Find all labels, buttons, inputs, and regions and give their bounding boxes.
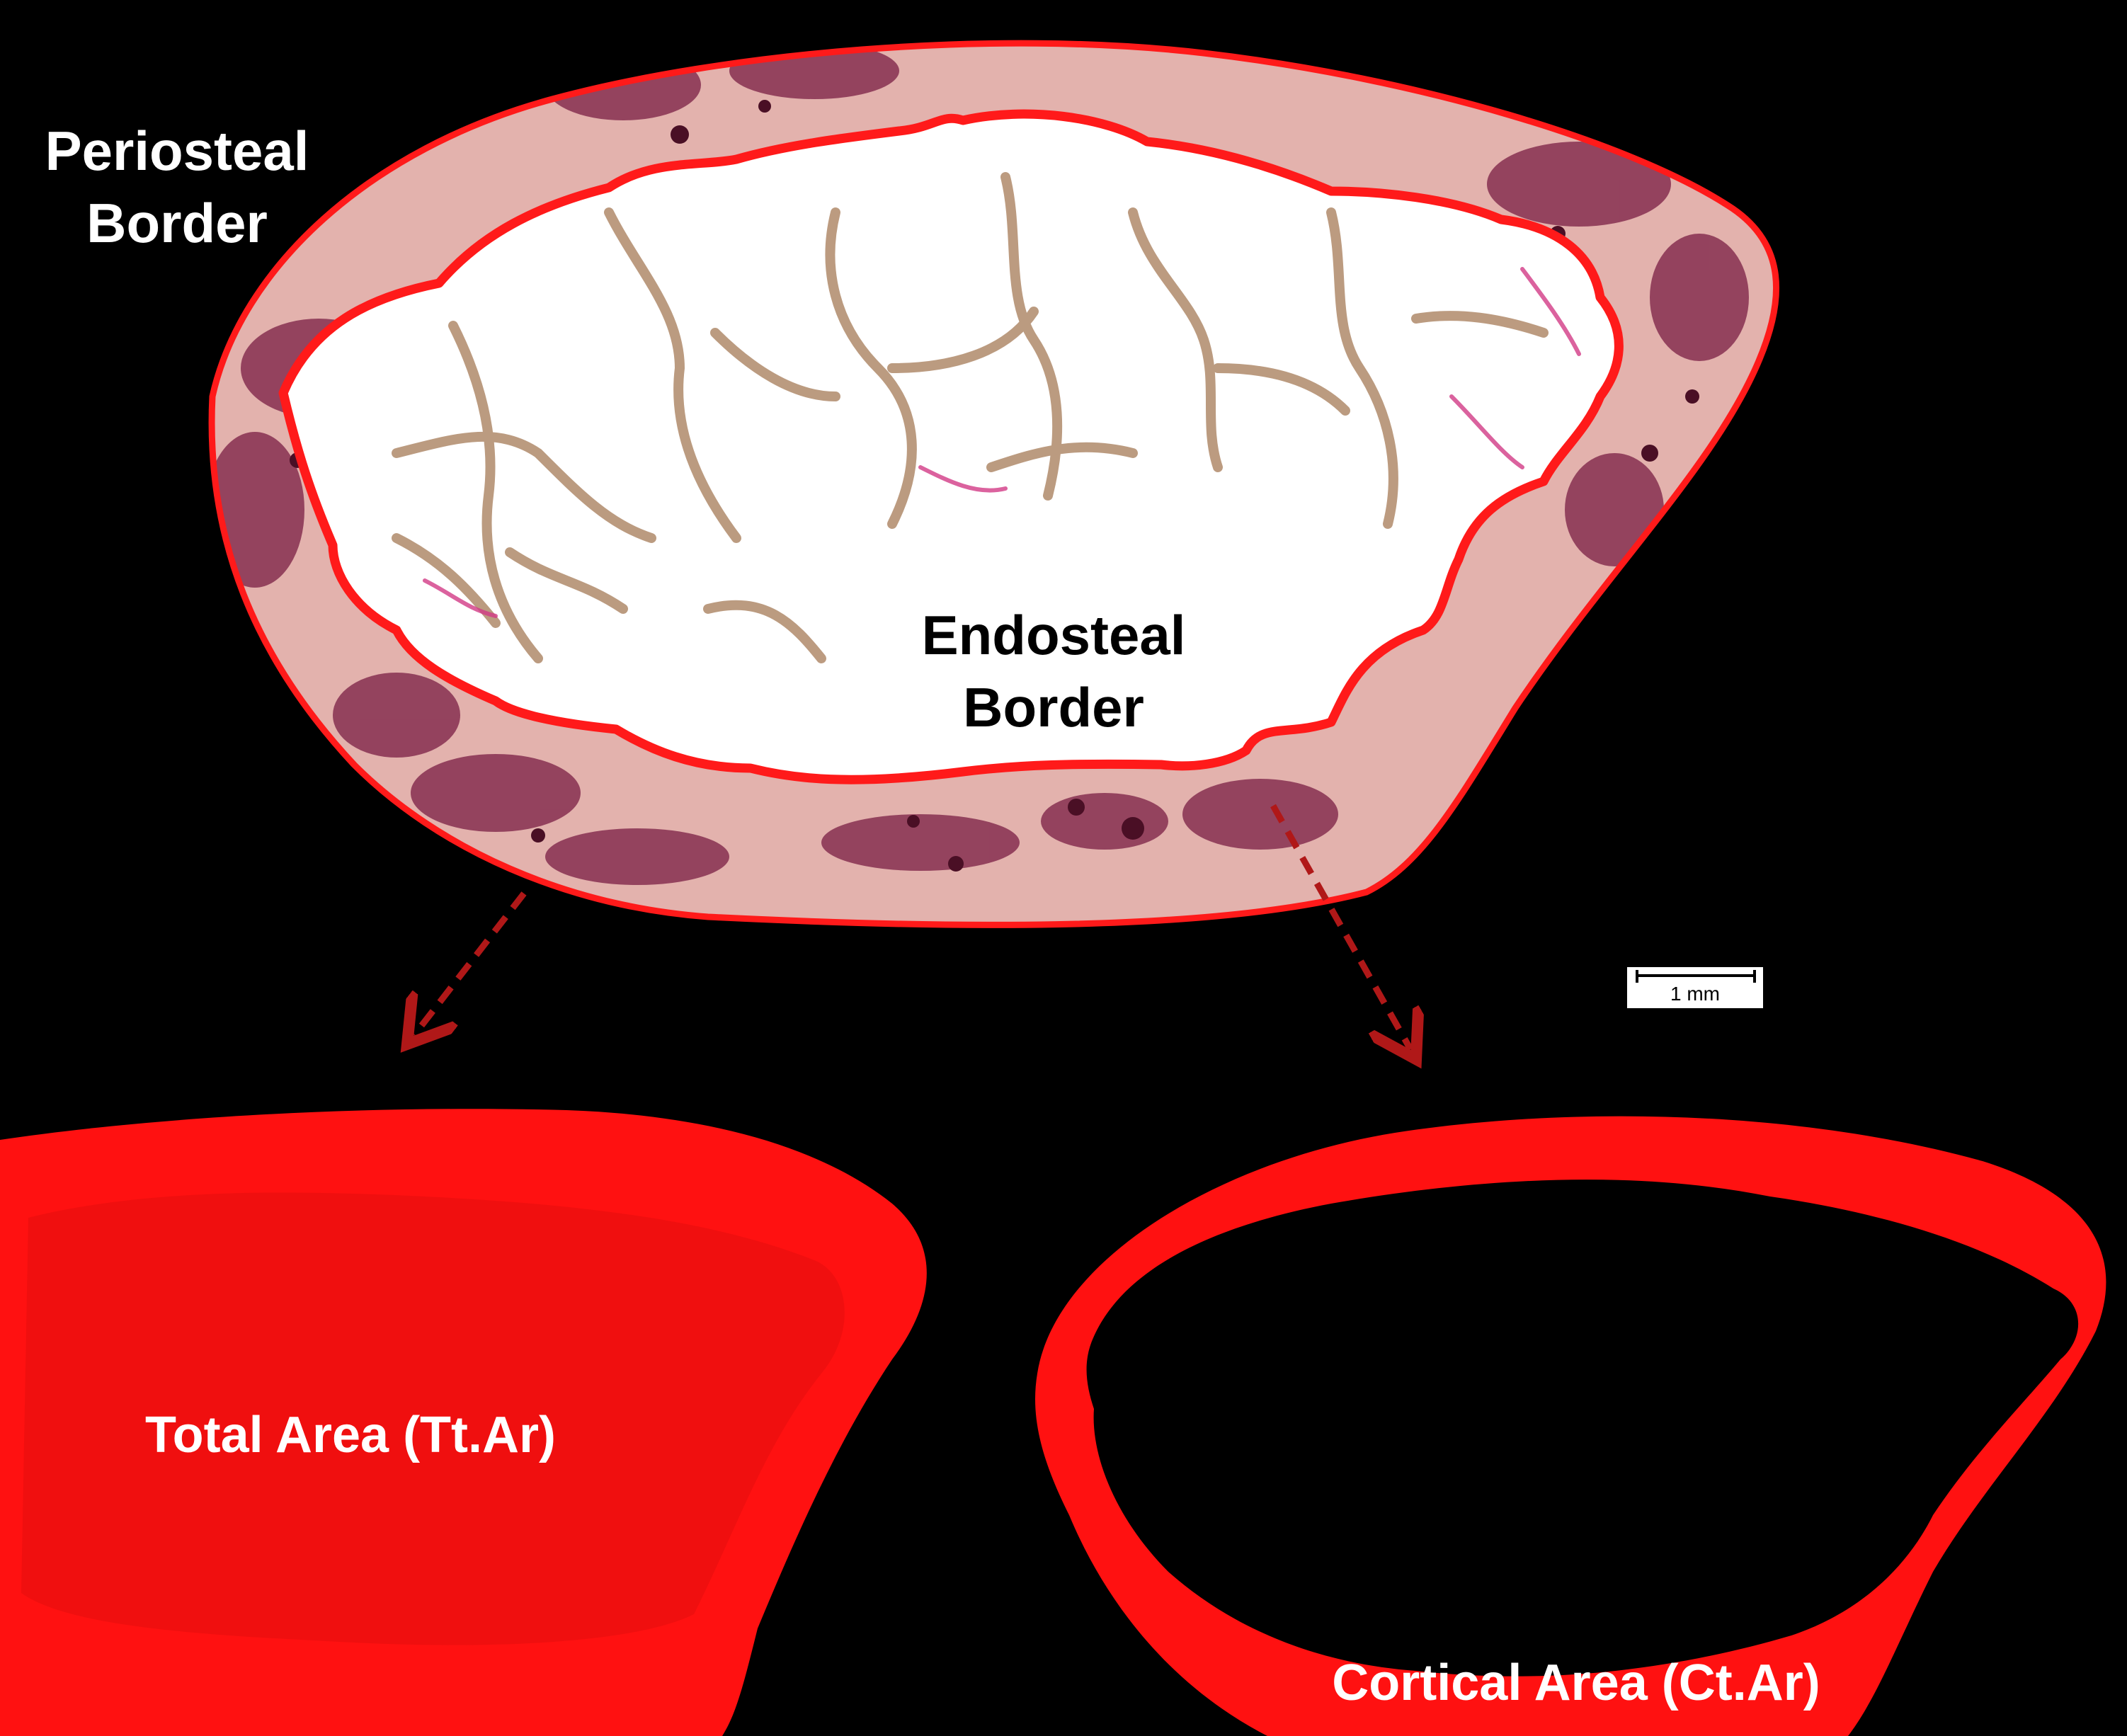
periosteal-border-label: Periosteal Border [45, 120, 309, 254]
scale-bar-label: 1 mm [1670, 983, 1720, 1005]
total-area-mask: Total Area (Tt.Ar) [0, 1109, 927, 1736]
arrow-to-total-area [414, 893, 524, 1035]
endosteal-label-line1: Endosteal [922, 604, 1186, 666]
scale-bar: 1 mm [1627, 967, 1763, 1008]
cortical-area-label: Cortical Area (Ct.Ar) [1332, 1655, 1820, 1711]
histology-section [205, 42, 1777, 925]
cortical-area-mask: Cortical Area (Ct.Ar) [1035, 1117, 2106, 1736]
endosteal-label-line2: Border [963, 676, 1144, 738]
periosteal-label-line1: Periosteal [45, 120, 309, 182]
total-area-label: Total Area (Tt.Ar) [145, 1407, 556, 1463]
periosteal-label-line2: Border [86, 192, 268, 254]
